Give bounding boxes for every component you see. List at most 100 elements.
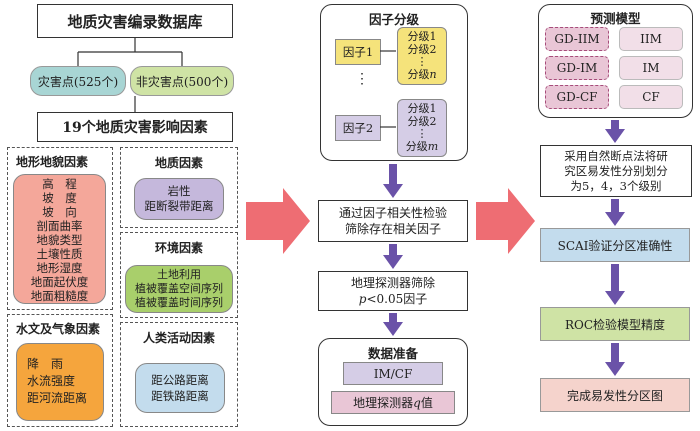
environment-factors-list: 土地利用 植被覆盖空间序列 植被覆盖时间序列 xyxy=(125,265,233,313)
terrain-group: 地形地貌因素 高 程 坡 度 坡 向 剖面曲率 地貌类型 土壤性质 地形湿度 地… xyxy=(7,147,113,310)
non-hazard-points-box: 非灾害点(500个) xyxy=(130,66,234,96)
arrow-down-icon xyxy=(605,264,625,305)
imcf-label: IM/CF xyxy=(373,366,413,381)
model-gd-cf: GD-CF xyxy=(545,85,609,109)
grade-ellipsis: ⋮ xyxy=(416,127,428,140)
factors-title-box: 19个地质灾害影响因素 xyxy=(37,112,233,142)
model-gd-iim: GD-IIM xyxy=(545,27,609,51)
geodetector-box: 地理探测器筛除 p<0.05因子 xyxy=(318,271,468,311)
grade-prefix: 分级 xyxy=(405,139,428,153)
grade-label: 分级2 xyxy=(407,114,437,128)
hydro-factors-list: 降 雨 水流强度 距河流距离 xyxy=(16,343,104,421)
geodetector-line: 地理探测器筛除 xyxy=(350,276,435,290)
arrow-down-icon xyxy=(383,164,403,198)
geodetector-line: p<0.05因子 xyxy=(359,291,427,307)
terrain-factor: 剖面曲率 xyxy=(36,219,83,233)
geology-title: 地质因素 xyxy=(154,156,203,170)
natural-break-box: 采用自然断点法将研 究区易发性分别划分 为5，4，3个级别 xyxy=(540,145,692,197)
grade-ellipsis: ⋮ xyxy=(416,55,428,68)
hydro-factor: 水流强度 xyxy=(27,374,76,388)
prediction-models-box: 预测模型 GD-IIM GD-IM GD-CF IIM IM CF xyxy=(538,4,693,118)
data-prep-title: 数据准备 xyxy=(367,346,418,361)
model-label: IIM xyxy=(640,32,662,46)
database-title: 地质灾害编录数据库 xyxy=(67,12,203,31)
environment-title: 环境因素 xyxy=(154,241,203,255)
human-activity-title: 人类活动因素 xyxy=(142,331,215,345)
natural-break-line: 为5，4，3个级别 xyxy=(570,178,662,193)
p-symbol: p xyxy=(358,292,367,306)
non-hazard-points: 非灾害点(500个) xyxy=(135,74,229,89)
terrain-factors-list: 高 程 坡 度 坡 向 剖面曲率 地貌类型 土壤性质 地形湿度 地面起伏度 地面… xyxy=(13,174,106,304)
model-label: GD-IIM xyxy=(554,32,600,46)
terrain-factor: 地面粗糙度 xyxy=(30,289,89,303)
geodetector-q-item: 地理探测器q值 xyxy=(331,391,455,414)
q-suffix: 值 xyxy=(420,396,433,410)
environment-factor: 植被覆盖时间序列 xyxy=(135,296,223,309)
human-activity-group: 人类活动因素 距公路距离 距铁路距离 xyxy=(120,322,238,427)
grade-prefix: 分级 xyxy=(407,67,430,81)
geology-group: 地质因素 岩性 距断裂带距离 xyxy=(120,147,238,228)
factor2-box: 因子2 xyxy=(335,115,381,141)
factor2-grades: 分级1 分级2 ⋮ 分级m xyxy=(397,99,447,157)
hydro-factor: 降 雨 xyxy=(27,357,64,371)
geology-factor: 距断裂带距离 xyxy=(144,199,214,213)
model-cf: CF xyxy=(619,85,683,109)
final-label: 完成易发性分区图 xyxy=(566,388,663,403)
imcf-item: IM/CF xyxy=(343,362,443,385)
grade-label-last: 分级m xyxy=(405,139,439,154)
scai-box: SCAI验证分区准确性 xyxy=(540,228,690,262)
human-activity-factor: 距铁路距离 xyxy=(151,389,209,403)
natural-break-line: 采用自然断点法将研 xyxy=(564,148,668,163)
model-label: GD-CF xyxy=(556,90,598,104)
geology-factors-list: 岩性 距断裂带距离 xyxy=(134,178,224,220)
terrain-factor: 土壤性质 xyxy=(36,247,83,261)
p-threshold: <0.05因子 xyxy=(366,292,428,306)
geodetector-q-label: 地理探测器q值 xyxy=(353,394,433,411)
terrain-factor: 坡 度 xyxy=(42,191,77,205)
hydro-group: 水文及气象因素 降 雨 水流强度 距河流距离 xyxy=(7,314,113,427)
model-im: IM xyxy=(619,56,683,80)
factor-grading-box: 因子分级 因子1 分级1 分级2 ⋮ 分级n ⋮ 因子2 分级1 分级2 ⋮ 分… xyxy=(320,4,468,161)
hydro-title: 水文及气象因素 xyxy=(16,322,101,336)
factor1-label: 因子1 xyxy=(342,45,374,59)
factor-vdots: ⋮ xyxy=(355,71,369,87)
arrow-down-icon xyxy=(605,343,625,376)
terrain-factor: 高 程 xyxy=(42,177,77,191)
grade-label-last: 分级n xyxy=(407,67,437,82)
model-label: CF xyxy=(642,90,660,104)
factor-grading-title: 因子分级 xyxy=(368,12,419,27)
terrain-factor: 坡 向 xyxy=(42,205,77,219)
correlation-test-box: 通过因子相关性检验 筛除存在相关因子 xyxy=(318,200,468,242)
terrain-title: 地形地貌因素 xyxy=(16,155,89,169)
database-title-box: 地质灾害编录数据库 xyxy=(37,4,233,38)
arrow-down-icon xyxy=(383,244,403,269)
arrow-down-icon xyxy=(605,199,625,226)
hydro-factor: 距河流距离 xyxy=(27,391,88,405)
factor1-box: 因子1 xyxy=(335,39,381,65)
model-iim: IIM xyxy=(619,27,683,51)
natural-break-line: 究区易发性分别划分 xyxy=(564,163,668,178)
model-label: GD-IM xyxy=(556,61,598,75)
arrow-down-icon xyxy=(605,120,625,143)
hazard-points-box: 灾害点(525个) xyxy=(30,66,126,96)
roc-label: ROC检验模型精度 xyxy=(564,317,666,332)
final-box: 完成易发性分区图 xyxy=(540,378,690,412)
roc-box: ROC检验模型精度 xyxy=(540,307,690,341)
data-prep-box: 数据准备 IM/CF 地理探测器q值 xyxy=(318,338,468,426)
q-symbol: q xyxy=(413,396,421,410)
model-label: IM xyxy=(642,61,660,75)
grade-var-m: m xyxy=(427,139,439,153)
terrain-factor: 地面起伏度 xyxy=(30,275,89,289)
model-gd-im: GD-IM xyxy=(545,56,609,80)
human-activity-factor: 距公路距离 xyxy=(151,373,209,387)
grade-label: 分级2 xyxy=(407,42,437,56)
arrow-right-icon xyxy=(476,188,535,254)
environment-factor: 植被覆盖空间序列 xyxy=(135,282,223,295)
prediction-models-title: 预测模型 xyxy=(590,11,641,26)
grade-var-n: n xyxy=(429,67,437,81)
correlation-line: 筛除存在相关因子 xyxy=(344,222,441,236)
environment-factor: 土地利用 xyxy=(157,268,201,281)
factor2-label: 因子2 xyxy=(342,121,374,135)
human-activity-factors-list: 距公路距离 距铁路距离 xyxy=(135,363,225,413)
